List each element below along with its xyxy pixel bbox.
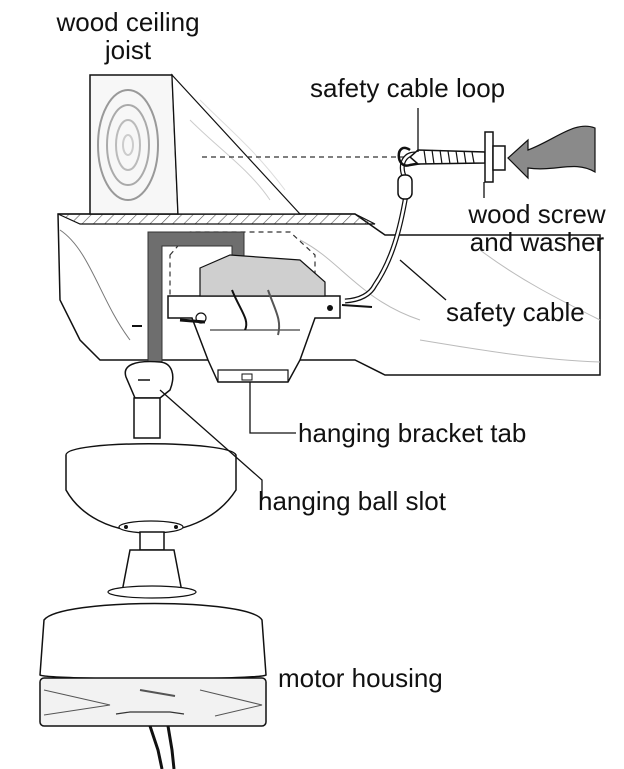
safety-cable-loop-label: safety cable loop (310, 73, 506, 103)
joist-label-line2: joist (104, 35, 152, 65)
hanging-bracket (167, 254, 373, 383)
wood-screw (408, 131, 506, 183)
hanging-ball-slot-label: hanging ball slot (258, 486, 446, 516)
canopy (65, 443, 237, 534)
motor-coupler (107, 531, 197, 599)
wood-screw-label-line2: and washer (469, 227, 605, 257)
ceiling-slab (57, 213, 601, 376)
leader-lines (159, 108, 485, 500)
motor-housing-shape (39, 602, 267, 769)
motor-housing-label: motor housing (278, 663, 443, 693)
wood-screw-label: wood screw and washer (452, 200, 622, 256)
wood-screw-label-line1: wood screw (468, 199, 606, 229)
safety-cable (344, 146, 441, 304)
downrod-assembly (124, 325, 174, 439)
joist-label: wood ceiling joist (40, 8, 216, 64)
joist-label-line1: wood ceiling (56, 7, 200, 37)
wood-joist (89, 73, 302, 215)
insert-arrow (507, 125, 596, 180)
safety-cable-label: safety cable (446, 297, 585, 327)
hanging-bracket-tab-label: hanging bracket tab (298, 418, 527, 448)
